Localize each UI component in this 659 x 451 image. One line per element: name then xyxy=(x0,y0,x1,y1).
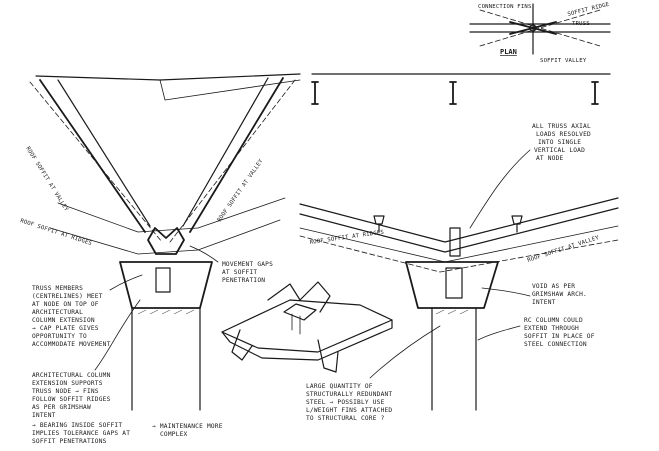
note-rc-column: RC COLUMN COULD EXTEND THROUGH SOFFIT IN… xyxy=(524,317,599,348)
left-leader-truss xyxy=(109,274,143,291)
right-column-hatch xyxy=(435,309,469,315)
plan-label-truss: TRUSS xyxy=(572,21,590,27)
left-elevation: ROOF SOFFIT AT VALLEY ROOF SOFFIT AT VAL… xyxy=(19,73,301,445)
iso-fins-top xyxy=(267,281,331,313)
iso-node-post xyxy=(291,313,301,335)
plan-truss-2 xyxy=(509,21,557,35)
left-centreline-2 xyxy=(169,79,296,243)
right-label-roof-soffit-ridges: ROOF SOFFIT AT RIDGES xyxy=(309,230,384,246)
note-column-extension: ARCHITECTURAL COLUMN EXTENSION SUPPORTS … xyxy=(32,372,134,445)
plan-node xyxy=(529,24,537,32)
right-column-head xyxy=(405,261,499,309)
left-truss-arm-inner xyxy=(57,79,151,227)
right-elevation: ROOF SOFFIT AT VALLEY ROOF SOFFIT AT RID… xyxy=(299,73,619,422)
right-beam-1 xyxy=(311,81,319,105)
left-soffit-ridge-line xyxy=(49,219,281,255)
plan-label-connection-fins: CONNECTION FINS xyxy=(478,4,532,10)
right-fin-symbol-2 xyxy=(511,215,523,233)
right-leader-axial xyxy=(469,149,531,229)
plan-label-soffit-ridge: SOFFIT RIDGE xyxy=(567,2,610,18)
note-axial-loads: ALL TRUSS AXIAL LOADS RESOLVED INTO SING… xyxy=(532,123,595,162)
plan-diag-2 xyxy=(479,9,601,47)
right-leader-rc xyxy=(477,325,521,341)
left-roof-edge xyxy=(159,79,301,101)
note-maintenance: → MAINTENANCE MORE COMPLEX xyxy=(152,423,227,438)
right-leader-steel xyxy=(369,325,441,379)
note-void: VOID AS PER GRIMSHAW ARCH. INTENT xyxy=(532,283,591,306)
right-soffit-dashed xyxy=(299,235,619,273)
right-beam-2 xyxy=(449,81,457,105)
note-structural-steel: LARGE QUANTITY OF STRUCTURALLY REDUNDANT… xyxy=(306,383,396,422)
plan-sketch: CONNECTION FINS SOFFIT RIDGE TRUSS SOFFI… xyxy=(469,2,611,64)
left-leader-column xyxy=(94,299,141,371)
right-truss-arm-inner xyxy=(182,77,269,227)
left-leader-gaps xyxy=(189,245,219,263)
right-truss-top xyxy=(299,197,619,243)
right-column-core xyxy=(445,267,463,299)
left-centreline-1 xyxy=(29,81,163,243)
iso-fin-front xyxy=(317,339,339,373)
iso-fin-left xyxy=(231,329,253,361)
plan-title: PLAN xyxy=(500,48,517,56)
right-fin-symbol-1 xyxy=(373,215,385,233)
right-truss-arm-outer xyxy=(189,77,284,233)
left-column-hatch xyxy=(137,309,195,315)
left-label-roof-soffit-ridges: ROOF SOFFIT AT RIDGES xyxy=(19,218,92,247)
left-soffit-valley-line xyxy=(57,197,286,233)
right-label-roof-soffit-valley: ROOF SOFFIT AT VALLEY xyxy=(527,235,601,264)
plan-label-soffit-valley: SOFFIT VALLEY xyxy=(540,58,587,64)
right-truss-bottom xyxy=(299,207,619,253)
note-truss-members: TRUSS MEMBERS (CENTRELINES) MEET AT NODE… xyxy=(32,285,111,348)
left-column-fin xyxy=(155,267,171,293)
iso-fin-sketch xyxy=(221,281,393,373)
left-truss-node xyxy=(147,227,185,255)
iso-base-thickness xyxy=(221,319,393,361)
left-label-roof-soffit-valley: ROOF SOFFIT AT VALLEY xyxy=(24,146,69,213)
left-truss-arm-outer xyxy=(39,79,146,233)
right-leader-void xyxy=(481,287,531,297)
left-column-head xyxy=(119,261,213,309)
plan-diag-1 xyxy=(479,9,601,47)
right-beam-3 xyxy=(591,81,599,105)
iso-node-cap xyxy=(283,303,317,321)
note-movement-gaps: MOVEMENT GAPS AT SOFFIT PENETRATION xyxy=(222,261,277,284)
right-node-post xyxy=(449,227,461,257)
left-roof-line xyxy=(35,73,301,81)
